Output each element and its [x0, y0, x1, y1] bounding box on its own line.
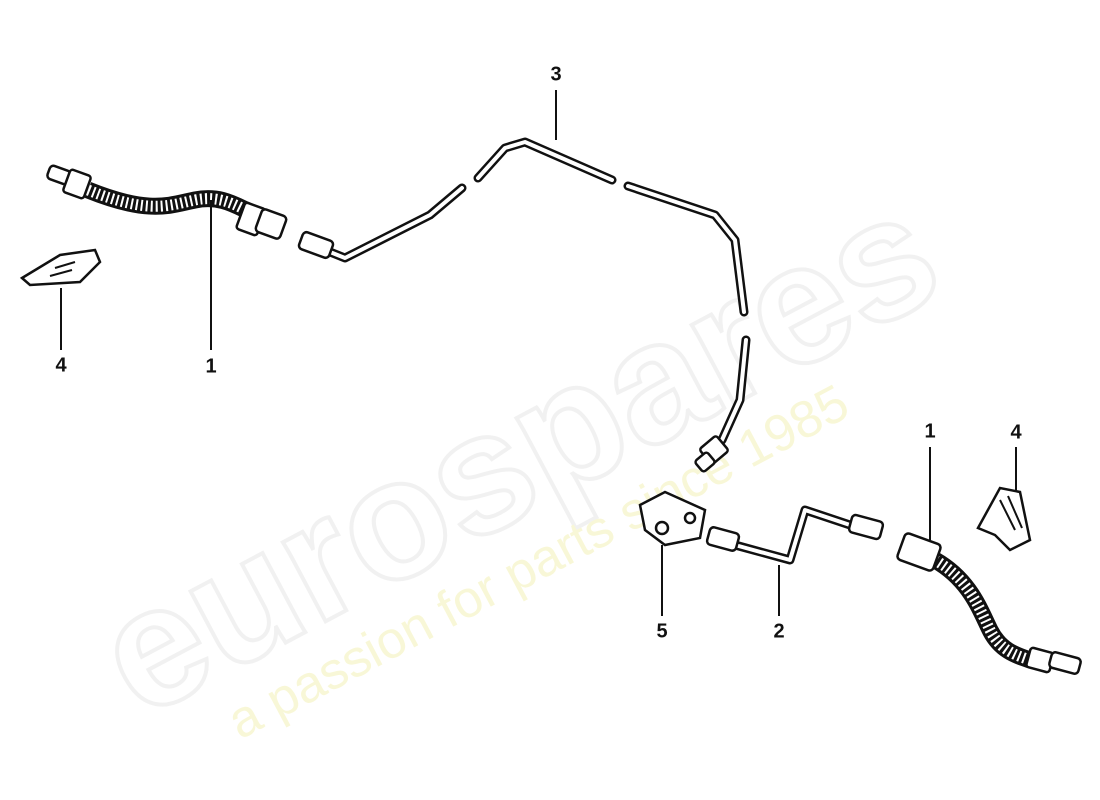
callout-5: 5: [656, 620, 668, 643]
svg-text:eurospares: eurospares: [68, 155, 966, 753]
watermark: eurospares a passion for parts since 198…: [66, 153, 968, 755]
leader-lines: [60, 90, 1017, 616]
brake-pipe-2: [705, 505, 885, 565]
clip-right: [976, 486, 1032, 552]
callout-2: 2: [773, 620, 785, 643]
callout-4-left: 4: [55, 354, 67, 377]
callout-3: 3: [550, 63, 562, 86]
clip-left: [19, 248, 102, 287]
brake-pipe-3: [297, 137, 751, 473]
callout-1-left: 1: [205, 355, 217, 378]
brake-hose-left: [46, 164, 288, 240]
tee-fitting-5: [638, 490, 707, 547]
callout-1-right: 1: [924, 420, 936, 443]
brake-hose-right: [896, 532, 1082, 675]
callout-4-right: 4: [1010, 421, 1022, 444]
